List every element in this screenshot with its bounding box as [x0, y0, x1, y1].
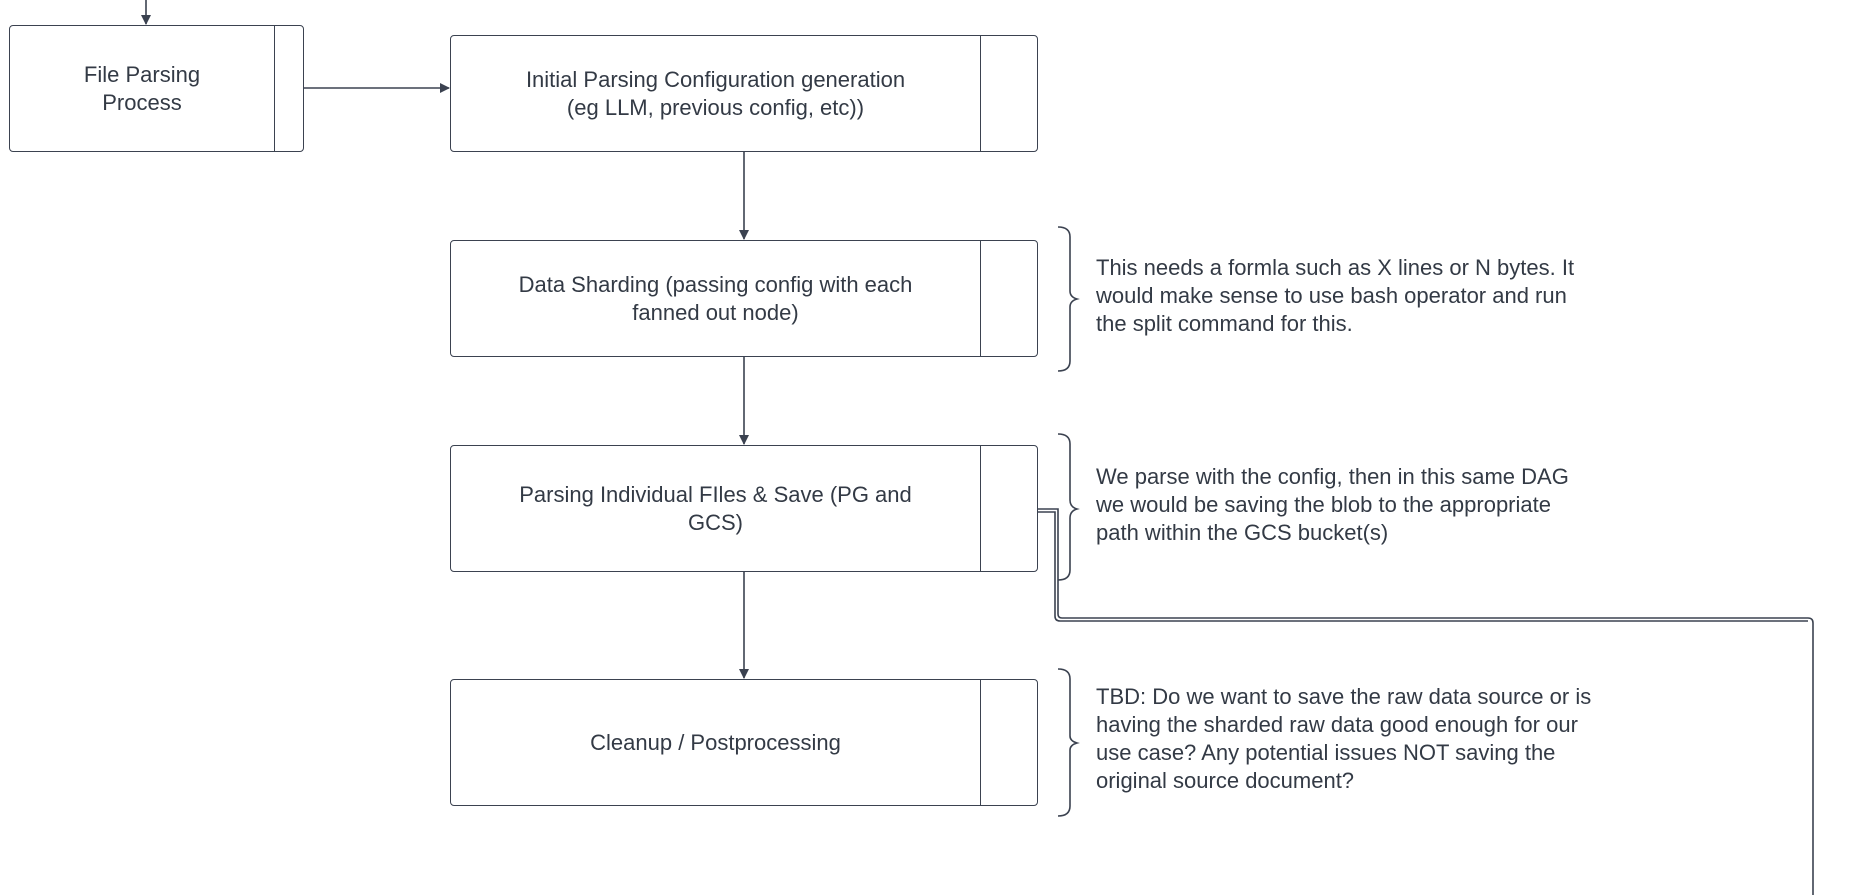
- box-side-bar: [980, 241, 981, 356]
- cleanup-postprocessing-label: Cleanup / Postprocessing: [590, 729, 841, 755]
- brace-cleanup: [1057, 668, 1080, 817]
- file-parsing-process-box[interactable]: File Parsing Process: [9, 25, 304, 152]
- box-side-bar: [274, 26, 275, 151]
- parsing-individual-files-label: Parsing Individual FIles & Save (PG and …: [519, 481, 912, 535]
- cleanup-note: TBD: Do we want to save the raw data sou…: [1096, 684, 1592, 793]
- data-sharding-note: This needs a formla such as X lines or N…: [1096, 255, 1575, 336]
- parsing-files-note: We parse with the config, then in this s…: [1096, 464, 1569, 545]
- data-sharding-label: Data Sharding (passing config with each …: [518, 271, 913, 325]
- initial-parsing-config-label: Initial Parsing Configuration generation…: [525, 66, 906, 120]
- cleanup-postprocessing-box[interactable]: Cleanup / Postprocessing: [450, 679, 1038, 806]
- box-side-bar: [980, 446, 981, 571]
- box-side-bar: [980, 36, 981, 151]
- file-parsing-process-label: File Parsing Process: [83, 61, 201, 115]
- initial-parsing-config-box[interactable]: Initial Parsing Configuration generation…: [450, 35, 1038, 152]
- brace-data-sharding: [1057, 226, 1080, 372]
- parsing-individual-files-box[interactable]: Parsing Individual FIles & Save (PG and …: [450, 445, 1038, 572]
- brace-parsing-files: [1057, 433, 1080, 581]
- branch-connector-inner: [1037, 511, 1808, 622]
- box-side-bar: [980, 680, 981, 805]
- data-sharding-box[interactable]: Data Sharding (passing config with each …: [450, 240, 1038, 357]
- branch-connector-to-right: [1037, 508, 1814, 895]
